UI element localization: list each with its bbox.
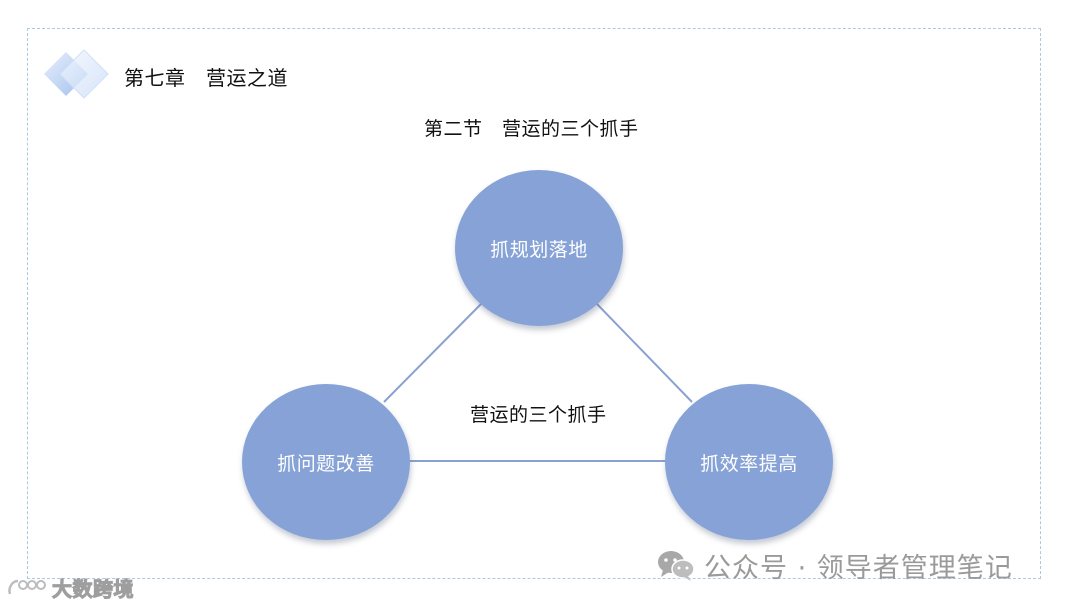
brand-logo-icon xyxy=(8,579,46,595)
brand-watermark: 大数跨境 xyxy=(6,573,134,601)
section-title: 第二节 营运的三个抓手 xyxy=(424,118,639,140)
node-plan-implementation: 抓规划落地 xyxy=(455,170,623,326)
connector-top-left xyxy=(383,302,483,403)
node-problem-improvement: 抓问题改善 xyxy=(242,384,410,540)
chapter-title: 第七章 营运之道 xyxy=(124,66,288,90)
connector-top-right xyxy=(595,302,693,403)
node-efficiency-improvement: 抓效率提高 xyxy=(665,384,833,540)
brand-watermark-text: 大数跨境 xyxy=(52,576,135,601)
slide-frame xyxy=(27,28,1041,579)
wechat-watermark: 公众号 · 领导者管理笔记 xyxy=(656,548,1013,584)
chapter-diamond-icon xyxy=(44,49,109,99)
node-problem-improvement-label: 抓问题改善 xyxy=(277,452,375,475)
wechat-icon xyxy=(658,551,695,581)
node-plan-implementation-label: 抓规划落地 xyxy=(490,238,588,261)
wechat-watermark-text: 公众号 · 领导者管理笔记 xyxy=(704,552,1013,584)
node-efficiency-improvement-label: 抓效率提高 xyxy=(700,452,798,475)
diagram-center-label: 营运的三个抓手 xyxy=(470,404,607,426)
